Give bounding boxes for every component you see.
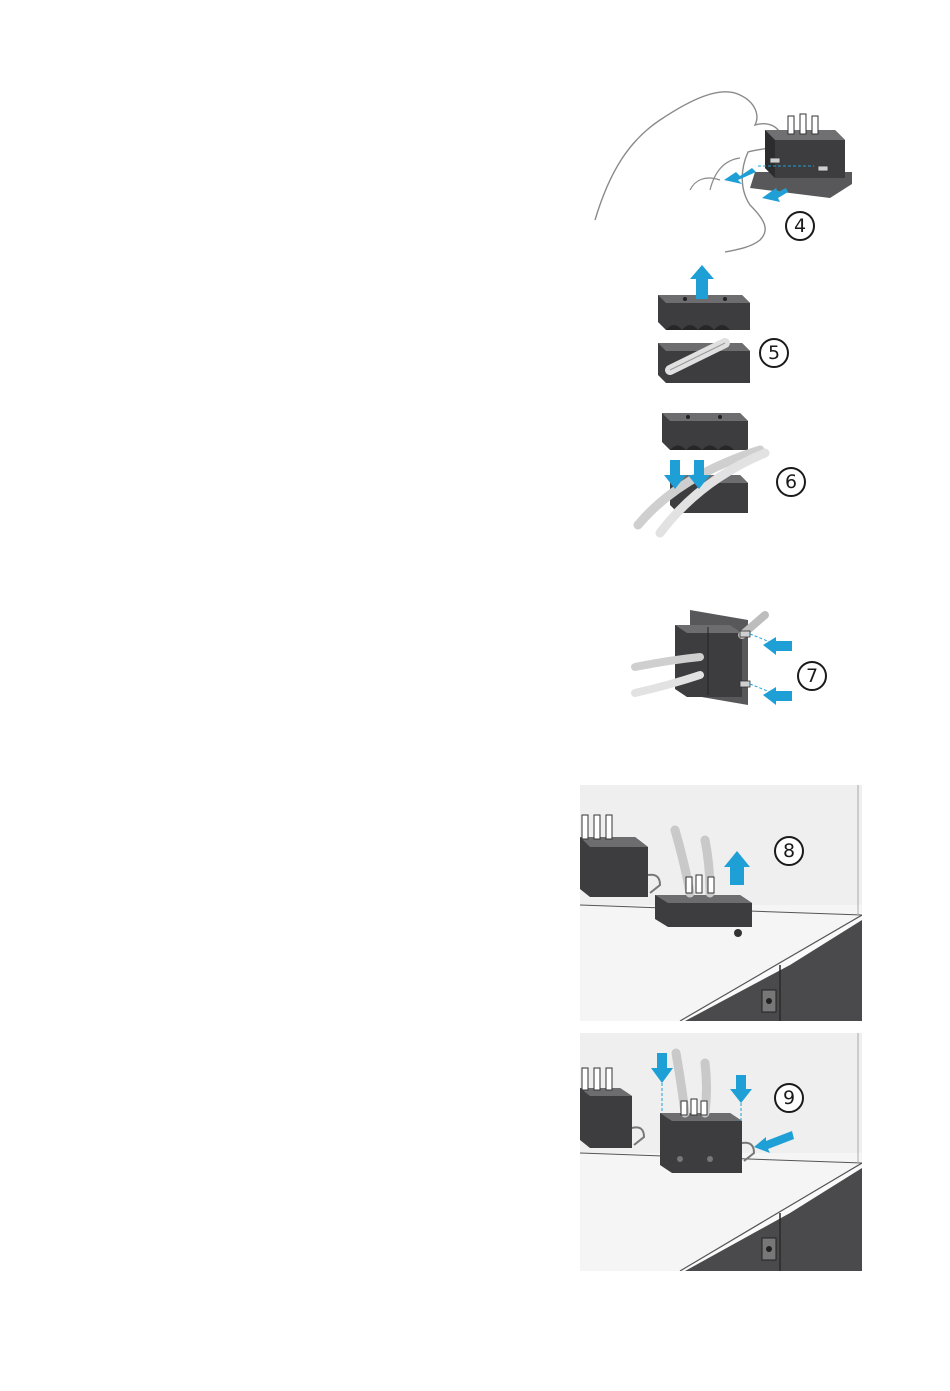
step-9-panel: 9 (580, 1033, 862, 1271)
arrow-icon (762, 188, 788, 202)
step-number-badge: 8 (774, 836, 804, 866)
step-6-illustration (630, 405, 775, 540)
arrow-icon (651, 1053, 673, 1083)
step-7-illustration (630, 605, 800, 710)
step-number-badge: 6 (776, 467, 806, 497)
arrow-icon (724, 168, 756, 184)
step-8-panel: 8 (580, 785, 862, 1021)
arrow-icon (730, 1075, 752, 1103)
arrow-icon (763, 637, 792, 655)
arrow-icon (724, 851, 750, 885)
step-4-illustration (590, 80, 860, 255)
step-number-badge: 4 (785, 211, 815, 241)
step-number-badge: 5 (759, 338, 789, 368)
step-5-illustration (650, 265, 760, 390)
arrow-icon (754, 1131, 794, 1153)
arrow-icon (690, 265, 714, 299)
step-number-badge: 7 (797, 661, 827, 691)
step-number-badge: 9 (774, 1083, 804, 1113)
arrow-icon (763, 687, 792, 705)
